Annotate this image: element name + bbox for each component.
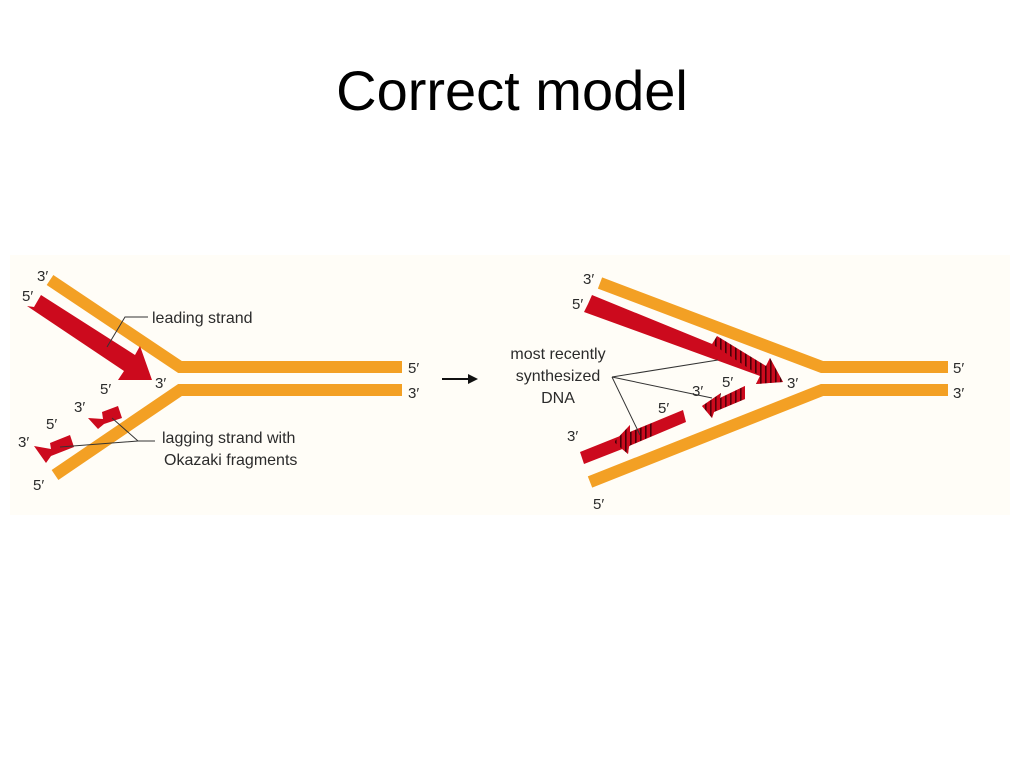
slide-title: Correct model — [336, 59, 688, 122]
leading-strand-arrow — [27, 295, 152, 380]
recently-synthesized-pointer — [611, 359, 719, 436]
right-end-label-frag-a-5: 5′ — [722, 374, 733, 391]
okazaki-fragment-2 — [34, 435, 74, 463]
left-fork: leading strand lagging strand with Okaza… — [18, 268, 419, 494]
right-end-label-right-5: 5′ — [953, 360, 964, 377]
okazaki-fragment-1 — [88, 406, 122, 429]
right-end-label-lead-tip-3: 3′ — [787, 375, 798, 392]
lagging-strand-label-line2: Okazaki fragments — [164, 452, 297, 469]
left-parental-strand-bottom — [51, 384, 402, 480]
right-end-label-top-3: 3′ — [583, 271, 594, 288]
transition-arrow — [442, 374, 478, 384]
leading-strand-pointer — [106, 316, 148, 348]
replication-fork-diagram: leading strand lagging strand with Okaza… — [10, 255, 1010, 515]
left-parental-strand-top — [46, 275, 402, 373]
right-okazaki-fragment-a-new-segment — [702, 386, 745, 418]
right-end-label-top-5: 5′ — [572, 296, 583, 313]
left-end-label-frag2-5: 5′ — [46, 416, 57, 433]
right-end-label-frag-a-3: 3′ — [692, 383, 703, 400]
left-end-label-frag1-5: 5′ — [100, 381, 111, 398]
right-end-label-right-3: 3′ — [953, 385, 964, 402]
leading-strand-label: leading strand — [152, 310, 253, 327]
recent-dna-label-line2: synthesized — [516, 368, 601, 385]
lagging-strand-pointer — [59, 417, 155, 448]
right-parental-strand-bottom — [587, 384, 948, 488]
left-end-label-lead-tip-3: 3′ — [155, 375, 166, 392]
right-fork: most recently synthesized DNA 3′ 5′ 5′ 3… — [510, 271, 964, 513]
right-end-label-frag-b-5: 5′ — [658, 400, 669, 417]
left-end-label-right-5: 5′ — [408, 360, 419, 377]
right-end-label-bottom-5: 5′ — [593, 496, 604, 513]
right-leading-strand-arrow — [584, 295, 783, 384]
left-end-label-frag2-3: 3′ — [74, 399, 85, 416]
recent-dna-label-line3: DNA — [541, 390, 575, 407]
left-end-label-top-3: 3′ — [37, 268, 48, 285]
left-end-label-top-5: 5′ — [22, 288, 33, 305]
lagging-strand-label-line1: lagging strand with — [162, 430, 295, 447]
recent-dna-label-line1: most recently — [510, 346, 605, 363]
right-okazaki-fragment-b-new-segment — [614, 423, 652, 454]
right-leading-strand-new-segment — [712, 336, 783, 384]
left-end-label-frag3-3: 3′ — [18, 434, 29, 451]
right-end-label-frag-b-3: 3′ — [567, 428, 578, 445]
left-end-label-right-3: 3′ — [408, 385, 419, 402]
left-end-label-bottom-5: 5′ — [33, 477, 44, 494]
right-parental-strand-top — [597, 277, 948, 373]
